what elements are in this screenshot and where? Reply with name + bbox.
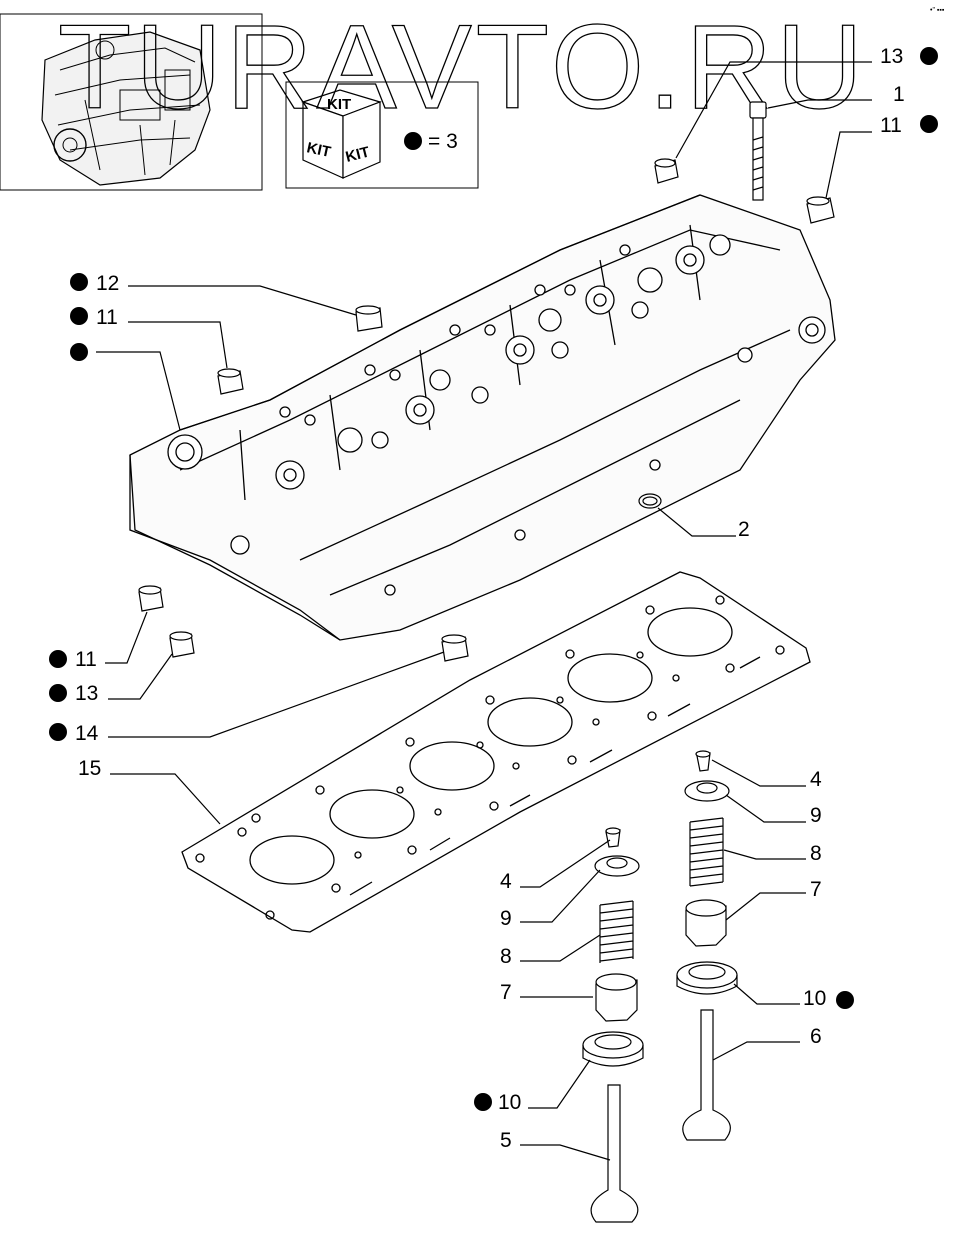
callout-2: 2 — [738, 518, 750, 541]
callout-15: 15 — [78, 757, 101, 780]
marker-12-icon — [70, 273, 88, 291]
dowel-13-low — [169, 631, 195, 658]
marker-13-low-icon — [49, 684, 67, 702]
kit-legend-text: = 3 — [428, 130, 458, 153]
cylinder-head — [129, 194, 836, 641]
screw-1 — [749, 101, 767, 201]
valve-stack-right — [676, 750, 738, 1141]
callout-13-top: 13 — [880, 45, 903, 68]
callout-8-left: 8 — [500, 945, 512, 968]
marker-head-icon — [70, 343, 88, 361]
callout-4-right: 4 — [810, 768, 822, 791]
marker-11-left-icon — [70, 307, 88, 325]
callout-10-left: 10 — [498, 1091, 521, 1114]
callout-11-top: 11 — [880, 114, 902, 137]
callout-14: 14 — [75, 722, 99, 745]
callout-11-low: 11 — [75, 648, 97, 671]
head-gasket — [181, 571, 811, 933]
engine-thumbnail — [0, 13, 263, 191]
marker-10-left-icon — [474, 1093, 492, 1111]
marker-11-low-icon — [49, 650, 67, 668]
dowel-14 — [441, 634, 469, 662]
corner-mark: •" ▪▪▪ — [930, 7, 945, 14]
callout-4-left: 4 — [500, 870, 512, 893]
callout-7-right: 7 — [810, 878, 822, 901]
dowel-11-left — [217, 368, 244, 395]
callout-8-right: 8 — [810, 842, 822, 865]
kit-dot-icon — [404, 132, 422, 150]
valve-spring-8-right — [689, 817, 724, 887]
valve-guide-7-left — [595, 979, 638, 1022]
valve-5 — [590, 1084, 639, 1223]
watermark: TURAVTO.RU — [58, 0, 867, 134]
callout-labels: 13 1 11 12 11 2 11 13 14 15 4 9 8 7 10 6… — [75, 45, 905, 1152]
dowel-13-top — [654, 158, 679, 184]
kit-legend-box: KIT KIT KIT = 3 — [285, 81, 479, 189]
marker-11-top-icon — [920, 115, 938, 133]
valve-6 — [682, 1009, 731, 1141]
callout-12: 12 — [96, 272, 119, 295]
kit-label-left: KIT — [305, 139, 332, 161]
valve-spring-8-left — [599, 900, 634, 963]
callout-10-right: 10 — [803, 987, 826, 1010]
marker-10-right-icon — [836, 991, 854, 1009]
marker-14-icon — [49, 723, 67, 741]
kit-markers — [49, 47, 938, 1111]
dowel-11-top — [806, 196, 835, 224]
callout-13-low: 13 — [75, 682, 98, 705]
callout-6: 6 — [810, 1025, 822, 1048]
marker-13-top-icon — [920, 47, 938, 65]
seal-ring-2 — [638, 493, 662, 509]
kit-label-right: KIT — [344, 144, 372, 166]
callout-7-left: 7 — [500, 981, 512, 1004]
dowel-12 — [355, 305, 383, 332]
callout-9-right: 9 — [810, 804, 822, 827]
callout-11-left: 11 — [96, 306, 118, 329]
valve-stack-left — [582, 827, 644, 1223]
callout-5: 5 — [500, 1129, 512, 1152]
leader-lines — [96, 61, 872, 1161]
dowel-11-low — [138, 585, 164, 612]
kit-label-top: KIT — [327, 96, 351, 113]
callout-1: 1 — [893, 83, 905, 106]
callout-9-left: 9 — [500, 907, 512, 930]
